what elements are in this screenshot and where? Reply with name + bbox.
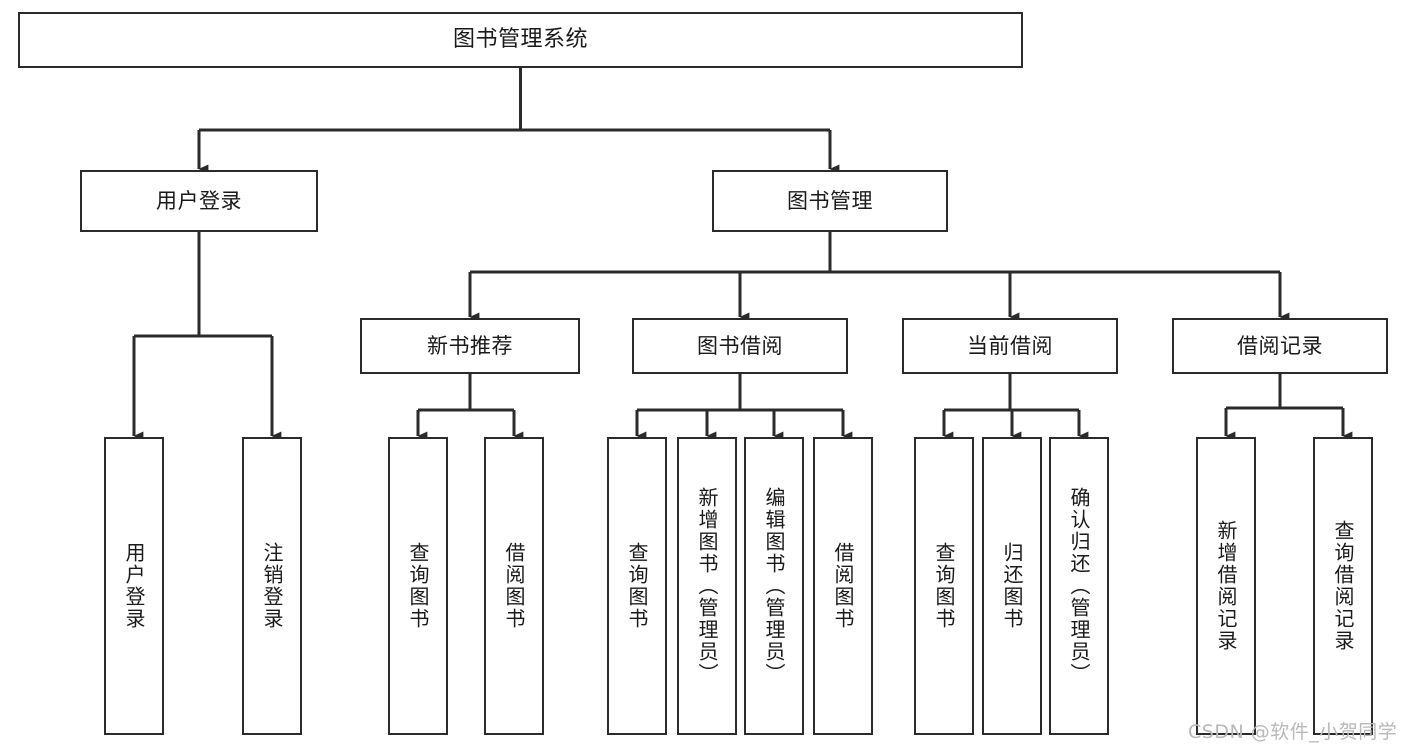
node-label: 注销登录 — [260, 542, 284, 630]
node-label: 查询图书 — [625, 542, 649, 630]
node-label: 编辑图书（管理员） — [762, 487, 786, 685]
node-label: 新增图书（管理员） — [695, 487, 719, 685]
node-leaf-add-record[interactable]: 新增借阅记录 — [1196, 437, 1256, 735]
node-label: 确认归还（管理员） — [1067, 487, 1091, 685]
node-leaf-query-book-3[interactable]: 查询图书 — [914, 437, 974, 735]
node-leaf-user-logout[interactable]: 注销登录 — [242, 437, 302, 735]
node-label: 新书推荐 — [427, 333, 513, 358]
node-leaf-user-login[interactable]: 用户登录 — [104, 437, 164, 735]
node-label: 归还图书 — [1000, 542, 1024, 630]
node-leaf-query-record[interactable]: 查询借阅记录 — [1313, 437, 1373, 735]
node-leaf-add-book[interactable]: 新增图书（管理员） — [677, 437, 737, 735]
node-leaf-edit-book[interactable]: 编辑图书（管理员） — [744, 437, 804, 735]
edge-group — [132, 68, 1353, 441]
node-book-borrow[interactable]: 图书借阅 — [632, 318, 848, 374]
node-user-login[interactable]: 用户登录 — [80, 170, 318, 232]
node-label: 用户登录 — [122, 542, 146, 630]
node-label: 查询图书 — [932, 542, 956, 630]
node-leaf-return-book[interactable]: 归还图书 — [982, 437, 1042, 735]
node-leaf-borrow-book-2[interactable]: 借阅图书 — [813, 437, 873, 735]
node-book-manage[interactable]: 图书管理 — [712, 170, 948, 232]
node-label: 借阅图书 — [502, 542, 526, 630]
node-label: 图书管理系统 — [452, 27, 588, 53]
node-leaf-confirm-return[interactable]: 确认归还（管理员） — [1049, 437, 1109, 735]
node-leaf-borrow-book-1[interactable]: 借阅图书 — [484, 437, 544, 735]
node-leaf-query-book-2[interactable]: 查询图书 — [607, 437, 667, 735]
node-borrow-record[interactable]: 借阅记录 — [1172, 318, 1388, 374]
node-new-book-rec[interactable]: 新书推荐 — [360, 318, 580, 374]
node-label: 图书借阅 — [697, 333, 783, 358]
node-current-borrow[interactable]: 当前借阅 — [902, 318, 1118, 374]
node-label: 借阅记录 — [1237, 333, 1323, 358]
node-root[interactable]: 图书管理系统 — [18, 12, 1023, 68]
node-label: 当前借阅 — [967, 333, 1053, 358]
node-label: 查询图书 — [406, 542, 430, 630]
node-label: 用户登录 — [156, 188, 242, 213]
node-leaf-query-book-1[interactable]: 查询图书 — [388, 437, 448, 735]
node-label: 借阅图书 — [831, 542, 855, 630]
node-label: 查询借阅记录 — [1331, 520, 1355, 652]
node-label: 图书管理 — [787, 188, 873, 213]
node-label: 新增借阅记录 — [1214, 520, 1238, 652]
